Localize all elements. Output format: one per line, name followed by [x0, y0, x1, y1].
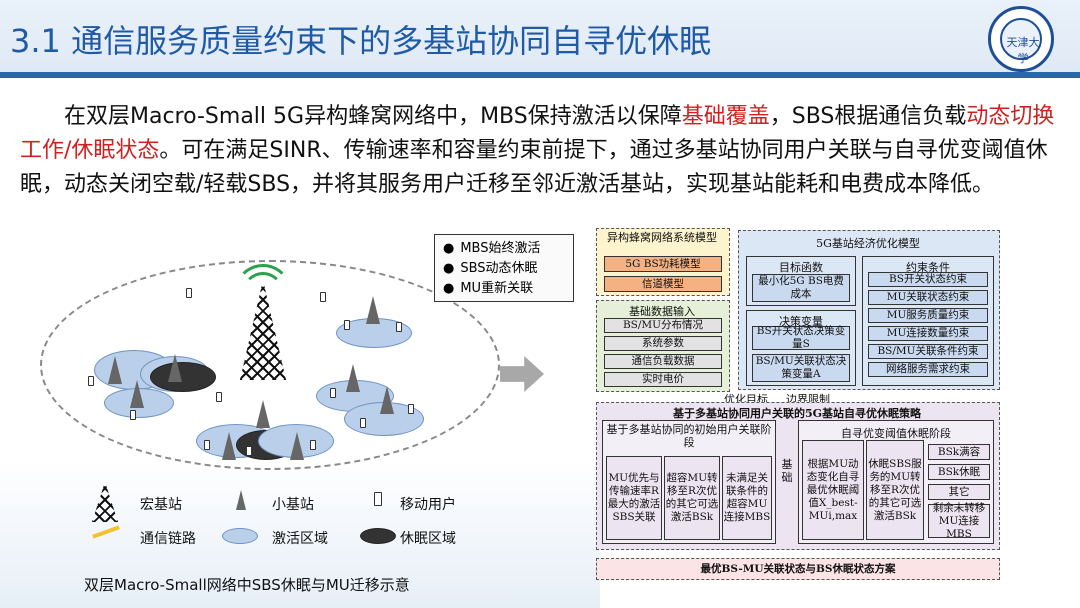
constraint-item: MU关联状态约束 — [868, 290, 988, 305]
system-model-title: 异构蜂窝网络系统模型 — [607, 231, 717, 244]
constraint-item: MU服务质量约束 — [868, 308, 988, 323]
constraint-item: MU连接数量约束 — [868, 326, 988, 341]
mobile-user-icon — [330, 388, 336, 398]
legend-active-label: 激活区域 — [272, 531, 328, 547]
constraint-item: 网络服务需求约束 — [868, 362, 988, 377]
stage1-col2: 超容MU转移至R次优的其它可选激活BSk — [664, 456, 720, 540]
channel-model-box: 信道模型 — [604, 276, 722, 292]
power-model-box: 5G BS功耗模型 — [604, 256, 722, 272]
label-base: 基础 — [781, 458, 793, 484]
network-coverage-area — [40, 260, 500, 470]
stage2-remaining: 剩余未转移MU连接MBS — [928, 502, 990, 540]
legend-item-mbs: MBS始终激活 — [443, 239, 565, 259]
constraint-item: BS开关状态约束 — [868, 272, 988, 287]
legend-sleep-icon — [360, 528, 396, 544]
stage2-title: 自寻优变阈值休眠阶段 — [841, 427, 951, 440]
legend-macro-label: 宏基站 — [140, 497, 182, 513]
legend-active-icon — [222, 528, 258, 544]
right-arrow-icon — [500, 356, 544, 392]
variable-a-box: BS/MU关联状态决策变量A — [752, 354, 850, 382]
legend-sleep-label: 休眠区域 — [400, 531, 456, 547]
status-legend-box: MBS始终激活 SBS动态休眠 MU重新关联 — [434, 234, 574, 302]
constraints-title: 约束条件 — [906, 261, 950, 274]
input-price-box: 实时电价 — [604, 372, 722, 387]
legend-small-label: 小基站 — [272, 497, 314, 513]
page-title: 3.1 通信服务质量约束下的多基站协同自寻优休眠 — [10, 22, 712, 60]
mobile-user-icon — [246, 446, 252, 456]
para-highlight-coverage: 基础覆盖 — [681, 104, 770, 129]
logo-inner-ring: 天津大学 — [1000, 18, 1042, 65]
variable-s-box: BS开关状态决策变量S — [752, 325, 850, 350]
data-input-title: 基础数据输入 — [629, 305, 695, 318]
variables-title: 决策变量 — [779, 315, 823, 328]
intro-paragraph: 在双层Macro-Small 5G异构蜂窝网络中，MBS保持激活以保障基础覆盖，… — [20, 100, 1060, 202]
input-load-box: 通信负载数据 — [604, 354, 722, 369]
title-underline — [0, 72, 1080, 78]
stage2-col2: 休眠SBS服务的MU转移至R次优的其它可选激活BSk — [866, 440, 924, 540]
logo-text: 天津大学 — [1006, 36, 1040, 65]
signal-wave-icon — [234, 264, 292, 322]
objective-body: 最小化5G BS电费成本 — [752, 274, 850, 302]
stage1-col1: MU优先与传输速率R最大的激活SBS关联 — [606, 456, 662, 540]
mobile-user-icon — [130, 410, 136, 420]
objective-title: 目标函数 — [779, 261, 823, 274]
stage1-col3: 未满足关联条件的超容MU连接MBS — [722, 456, 772, 540]
mobile-user-icon — [344, 320, 350, 330]
para-text-2: ，SBS根据通信负载 — [769, 104, 967, 129]
mobile-user-icon — [310, 440, 316, 450]
stage2-other: 其它 — [928, 484, 990, 500]
constraint-item: BS/MU关联条件约束 — [868, 344, 988, 359]
university-logo: 天津大学 — [988, 6, 1054, 72]
mobile-user-icon — [320, 292, 326, 302]
legend-mobile-icon — [374, 492, 382, 506]
legend-item-mu: MU重新关联 — [443, 279, 565, 299]
mobile-user-icon — [204, 440, 210, 450]
stage2-sleep: BSk休眠 — [928, 464, 990, 480]
econ-model-title: 5G基站经济优化模型 — [816, 237, 920, 250]
legend-mobile-label: 移动用户 — [400, 497, 456, 513]
mobile-user-icon — [186, 288, 192, 298]
strategy-title: 基于多基站协同用户关联的5G基站自寻优休眠策略 — [672, 407, 922, 420]
legend-link-label: 通信链路 — [140, 531, 196, 547]
mobile-user-icon — [408, 404, 414, 414]
input-params-box: 系统参数 — [604, 336, 722, 351]
mobile-user-icon — [360, 418, 366, 428]
para-text-3: 。可在满足SINR、传输速率和容量约束前提下，通过多基站协同用户关联与自寻优变阈… — [20, 138, 1048, 197]
stage2-full: BSk满容 — [928, 444, 990, 460]
para-text-1: 在双层Macro-Small 5G异构蜂窝网络中，MBS保持激活以保障 — [64, 104, 682, 129]
stage2-col1: 根据MU动态变化自寻最优休眠阈值X_best-MUi,max — [802, 440, 864, 540]
stage1-title: 基于多基站协同的初始用户关联阶段 — [606, 423, 772, 449]
mobile-user-icon — [396, 322, 402, 332]
mobile-user-icon — [216, 392, 222, 402]
figure-caption: 双层Macro-Small网络中SBS休眠与MU迁移示意 — [84, 576, 410, 594]
title-bar: 3.1 通信服务质量约束下的多基站协同自寻优休眠 天津大学 — [0, 0, 1080, 78]
input-distribution-box: BS/MU分布情况 — [604, 318, 722, 333]
legend-item-sbs: SBS动态休眠 — [443, 259, 565, 279]
legend-small-icon — [236, 490, 246, 510]
sleep-zone — [150, 362, 216, 392]
signal-wave-icon — [242, 272, 284, 314]
para-highlight-switch: 动态切换工作/休眠状态 — [20, 104, 1055, 163]
result-box: 最优BS-MU关联状态与BS休眠状态方案 — [596, 558, 1000, 580]
mobile-user-icon — [88, 376, 94, 386]
